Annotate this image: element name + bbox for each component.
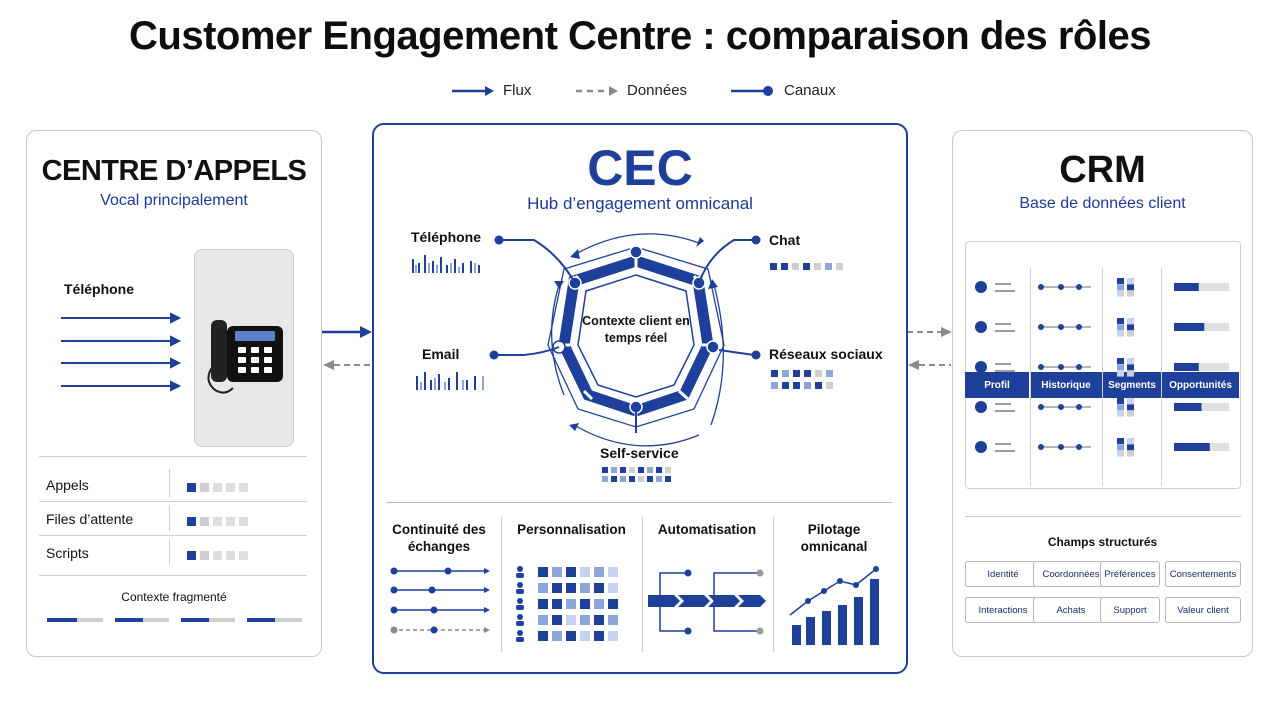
- personalisation-matrix: [516, 566, 618, 642]
- chat-activity-squares: [770, 257, 847, 275]
- telephone-activity-bars: [412, 255, 480, 273]
- profile-avatar-icon: [975, 361, 987, 373]
- profile-avatar-icon: [975, 321, 987, 333]
- legend-flux-label: Flux: [503, 82, 532, 99]
- level-scripts: [187, 547, 252, 565]
- row-label-files: Files d’attente: [46, 511, 134, 527]
- channel-telephone-label: Téléphone: [411, 229, 482, 245]
- profile-avatar-icon: [975, 281, 987, 293]
- channel-social-label: Réseaux sociaux: [769, 346, 883, 362]
- feature-personnalisation: Personnalisation: [517, 522, 626, 537]
- opportunity-bar: [1174, 283, 1199, 291]
- omnichannel-hub: [489, 233, 761, 447]
- call-centre-title: CENTRE D’APPELS: [41, 155, 307, 187]
- field-consentements: Consentements: [1165, 561, 1241, 587]
- left-connectors: [322, 326, 372, 370]
- page-title: Customer Engagement Centre : comparaison…: [129, 14, 1151, 58]
- email-activity-bars: [416, 372, 484, 390]
- feature-pilotage: Pilotage omnicanal: [800, 522, 868, 554]
- phone-box: [194, 249, 294, 447]
- field-identite: Identité: [965, 561, 1041, 587]
- opportunity-bar: [1174, 403, 1202, 411]
- channel-chat-label: Chat: [769, 232, 801, 248]
- crm-col-historique: Historique: [1030, 372, 1102, 398]
- legend-canaux: Canaux: [730, 82, 836, 99]
- feature-continuite: Continuité des échanges: [392, 522, 486, 554]
- automation-workflow: [648, 569, 766, 635]
- desk-phone-icon: [207, 320, 283, 394]
- profile-avatar-icon: [975, 441, 987, 453]
- core-context-label: Contexte client en temps réel: [582, 314, 690, 345]
- field-preferences: Préférences: [1100, 561, 1160, 587]
- field-achats: Achats: [1033, 597, 1109, 623]
- data-arrow-icon: [576, 85, 618, 96]
- fragmented-context-label: Contexte fragmenté: [121, 590, 227, 604]
- call-flow-arrows: [61, 312, 182, 392]
- call-centre-subtitle: Vocal principalement: [100, 192, 248, 209]
- field-valeur-client: Valeur client: [1165, 597, 1241, 623]
- selfservice-activity-squares: [602, 467, 671, 482]
- right-connectors: [907, 327, 952, 370]
- crm-col-profil: Profil: [965, 372, 1029, 398]
- field-support: Support: [1100, 597, 1160, 623]
- row-label-appels: Appels: [46, 477, 89, 493]
- opportunity-bar: [1174, 323, 1205, 331]
- crm-rows: [975, 278, 1229, 457]
- legend-donnees: Données: [575, 82, 687, 99]
- profile-avatar-icon: [975, 401, 987, 413]
- level-appels: [187, 479, 252, 497]
- field-interactions: Interactions: [965, 597, 1041, 623]
- crm-panel: CRM Base de données client Profil Histor…: [952, 130, 1253, 657]
- crm-title: CRM: [1059, 149, 1146, 191]
- channel-email-label: Email: [422, 346, 460, 362]
- fragmented-context-bars: [47, 618, 302, 622]
- steering-chart: [789, 566, 879, 645]
- fields-title: Champs structurés: [1047, 535, 1158, 549]
- cec-panel: CEC Hub d’engagement omnicanal: [372, 123, 908, 674]
- channel-dot-icon: [731, 85, 773, 96]
- cec-subtitle: Hub d’engagement omnicanal: [527, 194, 753, 213]
- continuity-threads: [390, 567, 490, 634]
- feature-automatisation: Automatisation: [657, 522, 757, 537]
- legend-canaux-label: Canaux: [784, 82, 836, 99]
- legend-donnees-label: Données: [627, 82, 688, 99]
- flux-arrow-icon: [452, 85, 494, 96]
- crm-table: [965, 241, 1241, 489]
- call-centre-channel-label: Téléphone: [64, 281, 135, 297]
- cec-title: CEC: [587, 140, 693, 196]
- field-coordonnees: Coordonnées: [1033, 561, 1109, 587]
- crm-col-opportunites: Opportunités: [1162, 372, 1239, 398]
- opportunity-bar: [1174, 363, 1199, 371]
- crm-subtitle: Base de données client: [1019, 195, 1186, 212]
- level-files: [187, 513, 252, 531]
- call-centre-panel: CENTRE D’APPELS Vocal principalement Tél…: [26, 130, 322, 657]
- opportunity-bar: [1174, 443, 1210, 451]
- row-label-scripts: Scripts: [46, 545, 89, 561]
- legend-flux: Flux: [451, 82, 531, 99]
- social-activity-squares: [771, 370, 833, 389]
- channel-selfservice-label: Self-service: [600, 445, 679, 461]
